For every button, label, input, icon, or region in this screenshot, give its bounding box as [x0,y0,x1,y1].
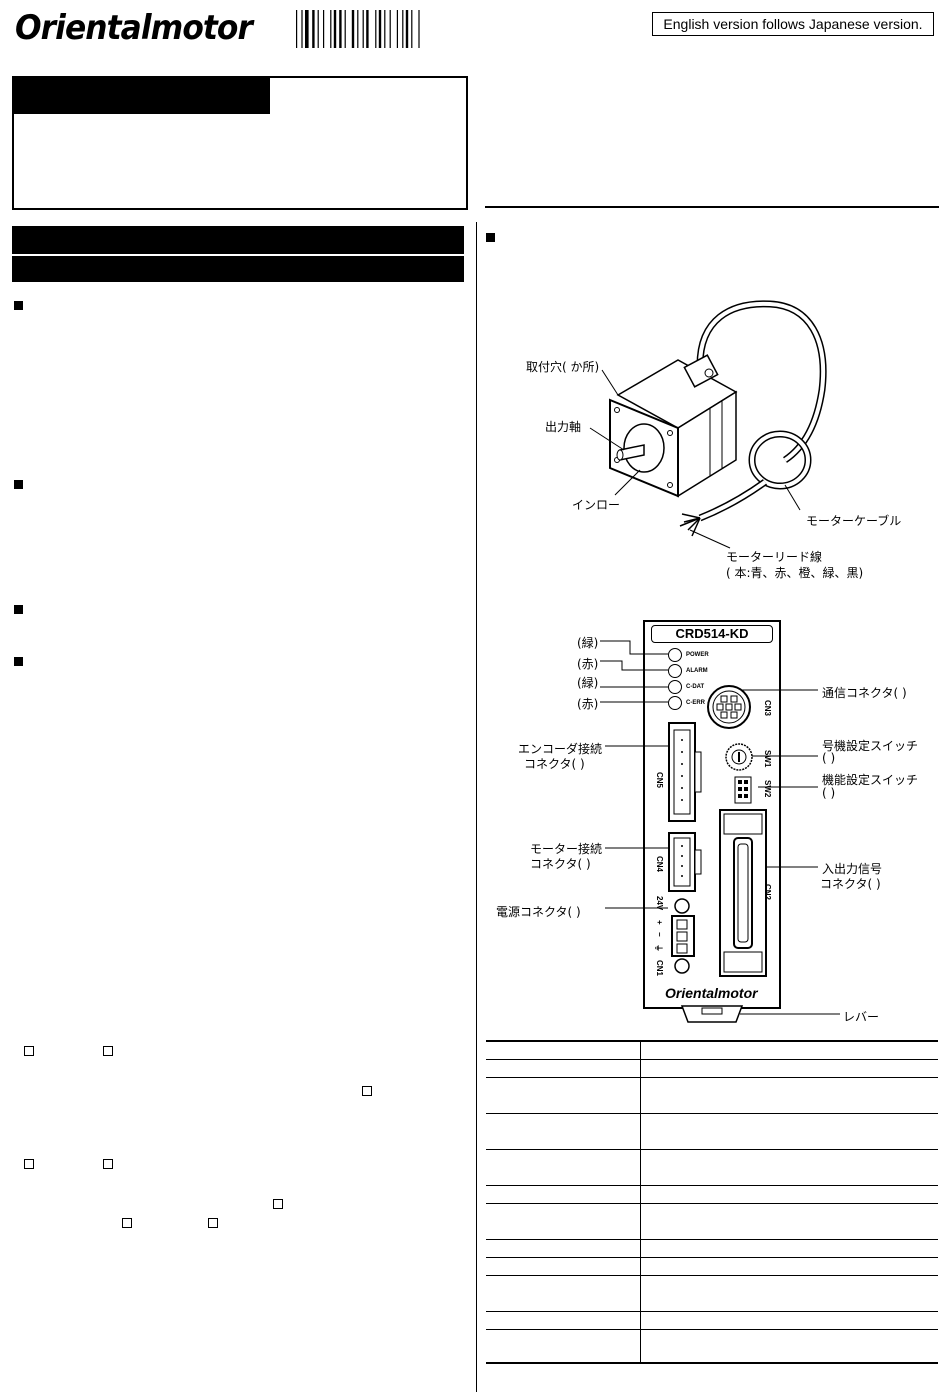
section-bullet [14,657,23,666]
led-c-dat-text: C-DAT [686,684,705,690]
led-c-err-text: C-ERR [686,700,705,706]
led-power [668,648,682,662]
label-encoder-connector-2: コネクタ( ) [524,757,585,771]
section-bullet [486,233,495,242]
led-power-color: (緑) [577,636,599,650]
label-power-connector: 電源コネクタ( ) [496,905,581,919]
checkbox-square [103,1159,113,1169]
title-black-bar [14,78,270,114]
driver-model-label: CRD514-KD [651,625,773,643]
table-row [486,1040,938,1060]
minus-label: − [655,932,664,937]
driver-logo: Orientalmotor [665,985,758,1001]
table-row [486,1275,938,1312]
table-row [486,1149,938,1186]
label-lever: レバー [843,1010,880,1024]
section-bullet [14,301,23,310]
table-row [486,1329,938,1364]
label-lead-colors: ( 本:青、赤、橙、緑、黒) [726,566,864,580]
led-alarm-text: ALARM [686,668,708,674]
function-switch-sw2[interactable] [734,776,752,804]
right-header-rule [485,206,939,208]
label-function-switch-1: 機能設定スイッチ [822,773,919,787]
table-row [486,1113,938,1150]
table-row [486,1257,938,1276]
section-bullet [14,605,23,614]
section-subtitle-bar [12,256,464,282]
label-io-connector-2: コネクタ( ) [820,877,881,891]
24v-label: 24V [655,896,664,911]
label-address-switch-1: 号機設定スイッチ [822,739,919,753]
address-switch-sw1[interactable] [724,742,754,772]
table-row [486,1059,938,1078]
spec-table [486,1040,938,1364]
motor-connector-cn4 [668,832,702,892]
encoder-connector-cn5 [668,722,702,822]
led-alarm-color: (赤) [577,657,599,671]
cn4-label: CN4 [655,856,664,873]
sw2-label: SW2 [763,780,772,798]
label-motor-connector-1: モーター接続 [530,842,603,856]
column-divider [476,222,477,1392]
label-io-connector-1: 入出力信号 [822,862,883,876]
table-row [486,1203,938,1240]
table-row [486,1311,938,1330]
checkbox-square [122,1218,132,1228]
cn3-label: CN3 [763,700,772,717]
checkbox-square [24,1159,34,1169]
label-lead-wire: モーターリード線 [726,550,823,564]
section-bullet [14,480,23,489]
label-mount-hole: 取付穴( か所) [526,360,600,374]
cn2-label: CN2 [763,884,772,901]
led-c-dat-color: (緑) [577,676,599,690]
english-version-note: English version follows Japanese version… [652,12,934,36]
label-address-switch-2: ( ) [822,751,836,765]
table-row [486,1077,938,1114]
barcode [296,10,420,48]
led-c-err-color: (赤) [577,697,599,711]
checkbox-square [362,1086,372,1096]
cn1-label: CN1 [655,960,664,977]
led-c-dat [668,680,682,694]
cn5-label: CN5 [655,772,664,789]
checkbox-square [24,1046,34,1056]
title-box [12,76,468,210]
checkbox-square [273,1199,283,1209]
table-row [486,1239,938,1258]
section-title-bar [12,226,464,254]
io-connector-cn2 [719,809,767,977]
sw1-label: SW1 [763,750,772,768]
power-connector-cn1 [671,898,695,974]
led-alarm [668,664,682,678]
led-power-text: POWER [686,652,709,658]
plus-label: + [655,920,664,925]
comm-connector-cn3 [707,685,751,729]
oriental-motor-logo: Orientalmotor [15,8,253,48]
table-row [486,1185,938,1204]
label-comm-connector: 通信コネクタ( ) [822,686,907,700]
checkbox-square [208,1218,218,1228]
label-motor-connector-2: コネクタ( ) [530,857,591,871]
checkbox-square [103,1046,113,1056]
label-function-switch-2: ( ) [822,786,836,800]
label-encoder-connector-1: エンコーダ接続 [518,742,603,756]
led-c-err [668,696,682,710]
stepping-motor-illustration [589,300,827,549]
label-output-shaft: 出力軸 [545,420,582,434]
driver-leader-lines [600,640,840,1015]
lever[interactable] [680,1004,744,1024]
label-motor-cable: モーターケーブル [806,514,902,528]
label-pilot: インロー [572,498,621,512]
ground-label: ⏚ [654,944,663,952]
